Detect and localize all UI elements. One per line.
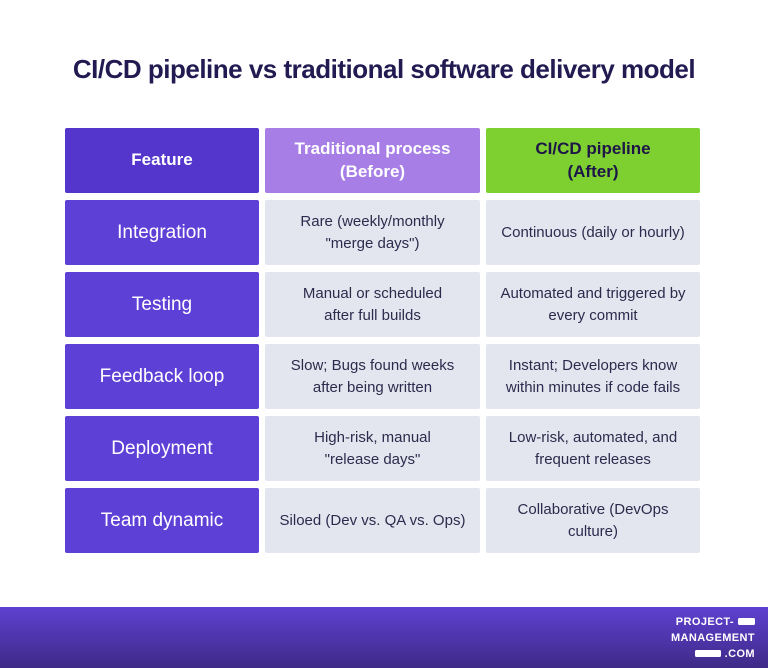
row-label-team-dynamic: Team dynamic: [65, 488, 259, 553]
logo-text-project: PROJECT-: [675, 615, 734, 628]
cell-team-dynamic-before: Siloed (Dev vs. QA vs. Ops): [265, 488, 480, 553]
cell-deployment-before: High-risk, manual "release days": [265, 416, 480, 481]
comparison-table: Feature Traditional process (Before) CI/…: [65, 128, 700, 553]
logo-text-management: MANAGEMENT: [670, 631, 755, 644]
column-header-cicd-pipeline: CI/CD pipeline (After): [486, 128, 700, 193]
logo-bar-icon: [738, 618, 755, 625]
column-header-traditional-process: Traditional process (Before): [265, 128, 480, 193]
cell-integration-after: Continuous (daily or hourly): [486, 200, 700, 265]
footer-band: PROJECT- MANAGEMENT .COM: [0, 607, 768, 668]
row-label-feedback-loop: Feedback loop: [65, 344, 259, 409]
cell-testing-before: Manual or scheduled after full builds: [265, 272, 480, 337]
cell-integration-before: Rare (weekly/monthly "merge days"): [265, 200, 480, 265]
cell-feedback-loop-before: Slow; Bugs found weeks after being writt…: [265, 344, 480, 409]
row-label-testing: Testing: [65, 272, 259, 337]
cell-feedback-loop-after: Instant; Developers know within minutes …: [486, 344, 700, 409]
cell-deployment-after: Low-risk, automated, and frequent releas…: [486, 416, 700, 481]
cell-team-dynamic-after: Collaborative (DevOps culture): [486, 488, 700, 553]
row-label-integration: Integration: [65, 200, 259, 265]
row-label-deployment: Deployment: [65, 416, 259, 481]
project-management-logo: PROJECT- MANAGEMENT .COM: [671, 614, 755, 662]
cell-testing-after: Automated and triggered by every commit: [486, 272, 700, 337]
logo-line-1: PROJECT-: [671, 614, 755, 630]
column-header-feature: Feature: [65, 128, 259, 193]
logo-line-3: .COM: [671, 646, 755, 662]
logo-bar-icon: [694, 650, 721, 657]
page-title: CI/CD pipeline vs traditional software d…: [72, 54, 696, 84]
logo-text-com: .COM: [724, 647, 755, 660]
logo-line-2: MANAGEMENT: [671, 630, 755, 646]
